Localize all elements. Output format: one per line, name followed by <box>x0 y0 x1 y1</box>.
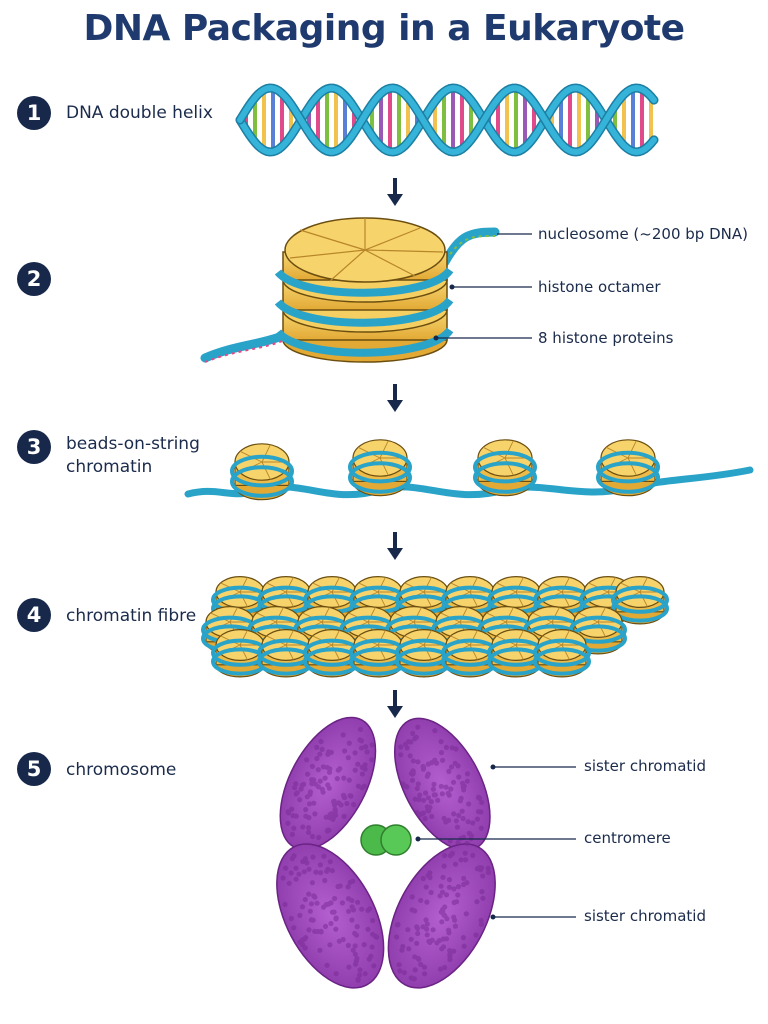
stage-2-badge: 2 <box>17 262 51 296</box>
down-arrow-icon <box>387 384 403 412</box>
down-arrow-icon <box>387 690 403 718</box>
stage-4-label: chromatin fibre <box>66 606 197 626</box>
stage-1-label: DNA double helix <box>66 103 213 123</box>
page-title: DNA Packaging in a Eukaryote <box>83 8 685 49</box>
stage-5-label: chromosome <box>66 760 177 780</box>
down-arrow-icon <box>387 178 403 206</box>
sister-chromatid-top-callout: sister chromatid <box>584 757 706 775</box>
chromosome <box>276 716 576 989</box>
nucleosome-callout: nucleosome (~200 bp DNA) <box>538 225 748 243</box>
stage-3-label-line2: chromatin <box>66 457 153 477</box>
centromere-callout: centromere <box>584 829 671 847</box>
stage-1-badge: 1 <box>17 96 51 130</box>
down-arrow-icon <box>387 532 403 560</box>
histone-proteins-callout: 8 histone proteins <box>538 329 674 347</box>
beads-on-string <box>184 439 754 501</box>
stage-3-label: beads-on-string chromatin <box>66 433 200 479</box>
dna-double-helix <box>235 83 659 157</box>
histone-octamer-callout: histone octamer <box>538 278 661 296</box>
stage-4-badge: 4 <box>17 598 51 632</box>
chromatin-fibre <box>201 575 669 678</box>
stage-3-badge: 3 <box>17 430 51 464</box>
sister-chromatid-bottom-callout: sister chromatid <box>584 907 706 925</box>
stage-3-label-line1: beads-on-string <box>66 434 200 454</box>
nucleosome <box>200 217 532 363</box>
stage-5-badge: 5 <box>17 752 51 786</box>
